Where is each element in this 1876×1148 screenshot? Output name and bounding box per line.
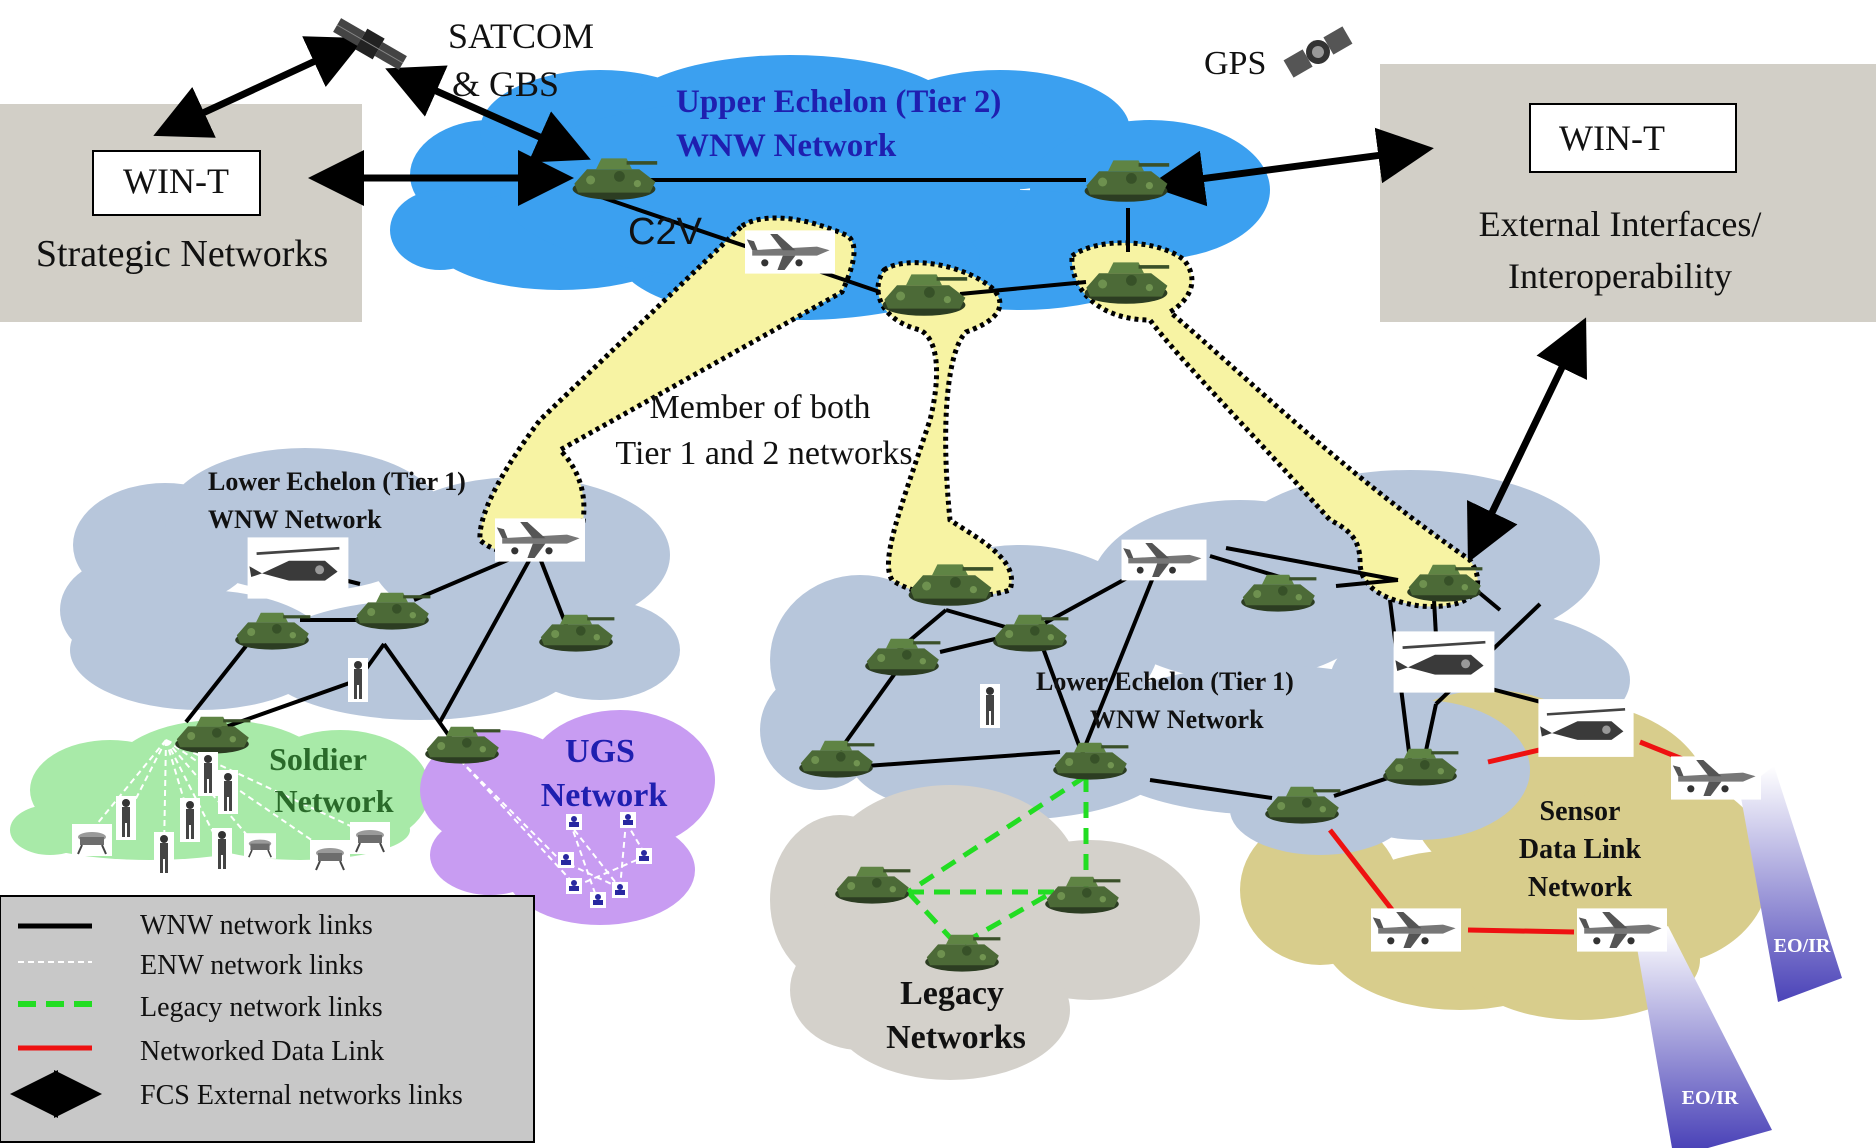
upper-echelon-title: Upper Echelon (Tier 2) [676,84,1001,120]
legend-label-data-link: Networked Data Link [140,1036,384,1067]
gps-label: GPS [1204,45,1266,82]
external-interfaces-box: WIN-T External Interfaces/ Interoperabil… [1380,64,1876,322]
wnw-links-upper [597,178,1130,296]
lower-right-echelon-title: Lower Echelon (Tier 1) [1036,667,1294,696]
strategic-networks-title: Strategic Networks [36,233,328,275]
external-interfaces-line2: Interoperability [1508,256,1732,296]
fcs-external-links [153,36,1587,563]
uav-icon [1371,908,1461,952]
eo-ir-label-right: EO/IR [1774,935,1831,957]
legacy-networks-title: Legacy [900,975,1004,1012]
soldier-icon [116,796,136,840]
uav-icon [495,518,585,562]
member-of-both-line2: Tier 1 and 2 networks [615,435,912,472]
ugs-sensor-icon [620,812,636,828]
ugs-sensor-icon [636,848,652,864]
member-of-both-line1: Member of both [650,389,871,426]
soldier-icon [180,798,200,842]
ugs-sensor-icon [71,823,113,857]
soldier-icon [980,684,1000,728]
ugs-sensor-icon [309,839,351,873]
legend: WNW network links ENW network links Lega… [0,895,535,1143]
upper-echelon-subtitle: WNW Network [676,128,897,164]
soldier-network-subtitle: Network [274,783,393,819]
legend-label-legacy: Legacy network links [140,992,383,1023]
eo-ir-cone-bottom: EO/IR [1636,926,1772,1148]
tank-icon [355,592,431,630]
wnw-links-lower-right [838,546,1557,800]
lower-left-echelon-subtitle: WNW Network [208,505,382,534]
uav-icon [1671,756,1761,800]
tank-icon [425,726,501,764]
gbs-label: & GBS [452,64,559,104]
ugs-sensor-icon [590,892,606,908]
uav-icon [745,230,835,274]
soldier-network-title: Soldier [269,741,367,777]
uav-icon [1577,908,1667,952]
satcom-label: SATCOM [448,16,594,56]
legend-label-external: FCS External networks links [140,1080,463,1111]
satcom-satellite-icon [333,18,407,70]
external-interfaces-line1: External Interfaces/ [1479,204,1762,244]
strategic-win-t-label: WIN-T [123,161,229,201]
c2v-label: C2V [628,211,703,253]
soldier-icon [348,658,368,702]
soldier-icon [154,832,174,876]
external-win-t-label: WIN-T [1559,118,1665,158]
soldier-icon [212,828,232,872]
soldier-icon [198,752,218,796]
sensor-network-line1: Sensor [1540,796,1621,827]
legend-label-wnw: WNW network links [140,910,373,941]
eo-ir-cone-right: EO/IR [1740,766,1842,1002]
ugs-sensor-icon [243,832,277,860]
uav-icon [1121,539,1207,581]
gps-satellite-icon [1283,26,1353,78]
legacy-networks-cloud [770,785,1200,1080]
lower-right-echelon-subtitle: WNW Network [1090,705,1264,734]
helicopter-icon [1392,630,1496,694]
lower-left-echelon-title: Lower Echelon (Tier 1) [208,467,466,496]
ugs-sensor-icon [349,821,391,855]
strategic-networks-box: WIN-T Strategic Networks [0,104,362,322]
legacy-networks-subtitle: Networks [886,1019,1026,1056]
eo-ir-label-bottom: EO/IR [1682,1087,1739,1109]
soldier-icon [218,770,238,814]
helicopter-icon [246,536,350,600]
ugs-sensor-icon [612,882,628,898]
ugs-sensor-icon [558,852,574,868]
helicopter-icon [1537,697,1635,759]
legend-label-enw: ENW network links [140,950,363,981]
ugs-network-subtitle: Network [541,777,668,814]
sensor-network-line2: Data Link [1519,834,1642,865]
tier-overlap-regions [477,215,1481,610]
sensor-network-line3: Network [1528,872,1633,903]
ugs-network-title: UGS [565,733,635,770]
ugs-sensor-icon [566,814,582,830]
ugs-network-cloud [420,710,715,925]
ugs-sensor-icon [566,878,582,894]
